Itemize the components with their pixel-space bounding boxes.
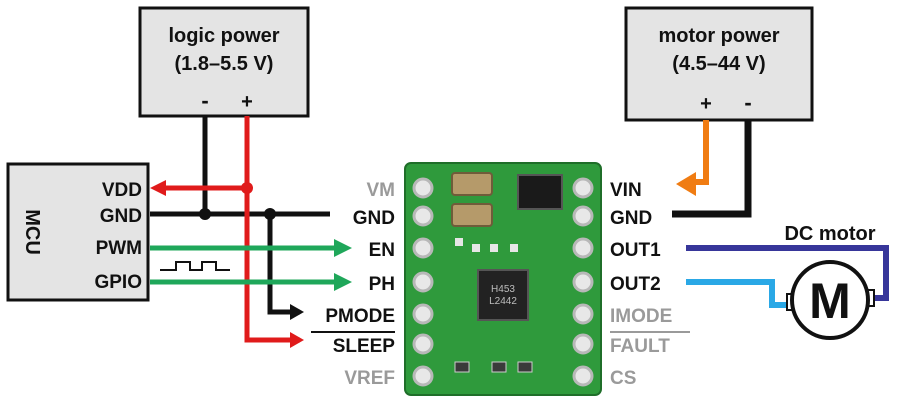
pin-sleep: SLEEP [333, 336, 396, 357]
pad [510, 244, 518, 252]
hole-out1 [572, 237, 594, 259]
mcu-box: MCU VDD GND PWM GPIO [6, 162, 150, 302]
motor-power-range: (4.5–44 V) [672, 53, 765, 75]
chip-marking-1: H453 [491, 284, 515, 295]
pmode-wire [267, 214, 300, 315]
mcu-pin-gnd: GND [100, 206, 142, 227]
left-pin-holes [412, 177, 434, 387]
motor-label: DC motor [784, 223, 875, 245]
mcu-pin-gpio: GPIO [94, 272, 142, 293]
pad [472, 244, 480, 252]
pin-out2: OUT2 [610, 274, 661, 295]
resistor [454, 361, 470, 373]
hole-pmode [412, 303, 434, 325]
hole-fault [572, 333, 594, 355]
hole-cs [572, 365, 594, 387]
gnd-junction-1 [199, 208, 211, 220]
pin-gnd-left: GND [353, 208, 395, 229]
regulator-chip [517, 174, 563, 210]
hole-imode [572, 303, 594, 325]
sleep-arrowhead [290, 332, 304, 348]
pin-imode: IMODE [610, 306, 672, 327]
dc-motor: DC motor M [784, 223, 876, 340]
motor-power-frame [624, 6, 814, 122]
pin-fault: FAULT [610, 336, 670, 357]
pad [490, 244, 498, 252]
hole-ph [412, 271, 434, 293]
hole-vm [412, 177, 434, 199]
mcu-label: MCU [21, 209, 43, 255]
motor-power-box: motor power (4.5–44 V) + - [624, 6, 814, 122]
right-pin-labels: VIN GND OUT1 OUT2 IMODE FAULT CS [610, 180, 690, 389]
logic-power-plus: + [241, 91, 253, 113]
hole-vref [412, 365, 434, 387]
logic-wiring [150, 116, 352, 348]
pin-ph: PH [369, 274, 395, 295]
motor-gnd-wire [672, 120, 752, 218]
logic-power-box: logic power (1.8–5.5 V) - + [138, 6, 310, 118]
pwm-waveform-icon [160, 261, 230, 271]
vin-arrowhead [676, 172, 696, 196]
logic-power-range: (1.8–5.5 V) [175, 53, 274, 75]
mcu-frame [6, 162, 150, 302]
vdd-arrowhead [150, 180, 166, 196]
driver-board: H453 L2442 [404, 162, 602, 396]
hole-en [412, 237, 434, 259]
pin-vm: VM [367, 180, 396, 201]
hole-gnd-left [412, 205, 434, 227]
motor-symbol-icon [790, 260, 870, 340]
ph-arrowhead [334, 273, 352, 291]
pin-out1: OUT1 [610, 240, 661, 261]
pin-cs: CS [610, 368, 636, 389]
mcu-pin-pwm: PWM [96, 238, 142, 259]
pin-en: EN [369, 240, 395, 261]
motor-power-title: motor power [658, 25, 779, 47]
mcu-pin-vdd: VDD [102, 180, 142, 201]
logic-power-title: logic power [168, 25, 279, 47]
capacitor-top [451, 172, 493, 196]
driver-chip [477, 269, 529, 321]
pin-vin: VIN [610, 180, 642, 201]
hole-vin [572, 177, 594, 199]
pin-pmode: PMODE [325, 306, 395, 327]
out2-wire [686, 279, 792, 308]
capacitor-bottom [451, 203, 493, 227]
left-pin-labels: VM GND EN PH PMODE SLEEP VREF [311, 180, 395, 389]
motor-power-plus: + [700, 93, 712, 115]
pad [455, 238, 463, 246]
motor-symbol-letter: M [809, 273, 851, 329]
resistor [517, 361, 533, 373]
vin-wire [694, 120, 709, 185]
hole-out2 [572, 271, 594, 293]
hole-gnd-right [572, 205, 594, 227]
pin-vref: VREF [344, 368, 395, 389]
gnd-junction-2 [264, 208, 276, 220]
motor-wiring [672, 120, 889, 308]
resistor [491, 361, 507, 373]
logic-power-minus: - [201, 88, 208, 113]
logic-power-frame [138, 6, 310, 118]
out1-wire [686, 245, 889, 301]
vdd-junction [241, 182, 253, 194]
right-pin-holes [572, 177, 594, 387]
en-arrowhead [334, 239, 352, 257]
chip-marking-2: L2442 [489, 296, 517, 307]
pin-gnd-right: GND [610, 208, 652, 229]
motor-power-minus: - [744, 90, 751, 115]
pmode-arrowhead [290, 304, 304, 320]
hole-sleep [412, 333, 434, 355]
